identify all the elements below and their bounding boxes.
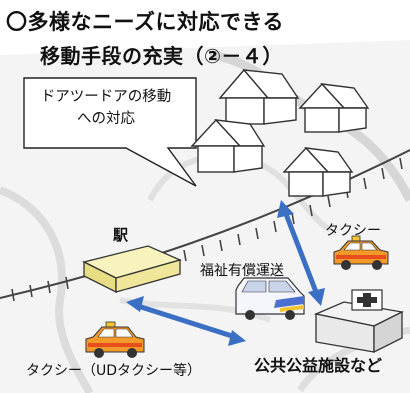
station-label: 駅 xyxy=(113,226,129,244)
title-line-2: 移動手段の充実（②－４） xyxy=(40,44,283,68)
callout-line-2: への対応 xyxy=(77,111,135,127)
public-facility-label: 公共公益施設など xyxy=(254,356,383,375)
taxi-top-label: タクシー xyxy=(325,223,381,239)
house-icon xyxy=(298,82,370,133)
house-icon xyxy=(190,118,266,173)
title-line-1: 〇多様なニーズに対応できる xyxy=(6,10,285,34)
welfare-transport-label: 福祉有償運送 xyxy=(200,263,284,279)
station-building-icon xyxy=(82,245,182,294)
callout-text: ドアツードアの移動 への対応 xyxy=(32,86,180,130)
welfare-van-icon xyxy=(235,277,305,320)
taxi-bottom-label: タクシー（UDタクシー等） xyxy=(26,363,202,379)
taxi-icon xyxy=(333,235,389,270)
house-icon xyxy=(282,146,354,197)
taxi-icon xyxy=(85,321,145,358)
double-arrow-icon xyxy=(126,200,325,346)
callout-line-1: ドアツードアの移動 xyxy=(40,89,172,105)
callout-bubble xyxy=(23,77,197,187)
facility-building-icon xyxy=(313,289,405,354)
house-icon xyxy=(218,68,300,125)
